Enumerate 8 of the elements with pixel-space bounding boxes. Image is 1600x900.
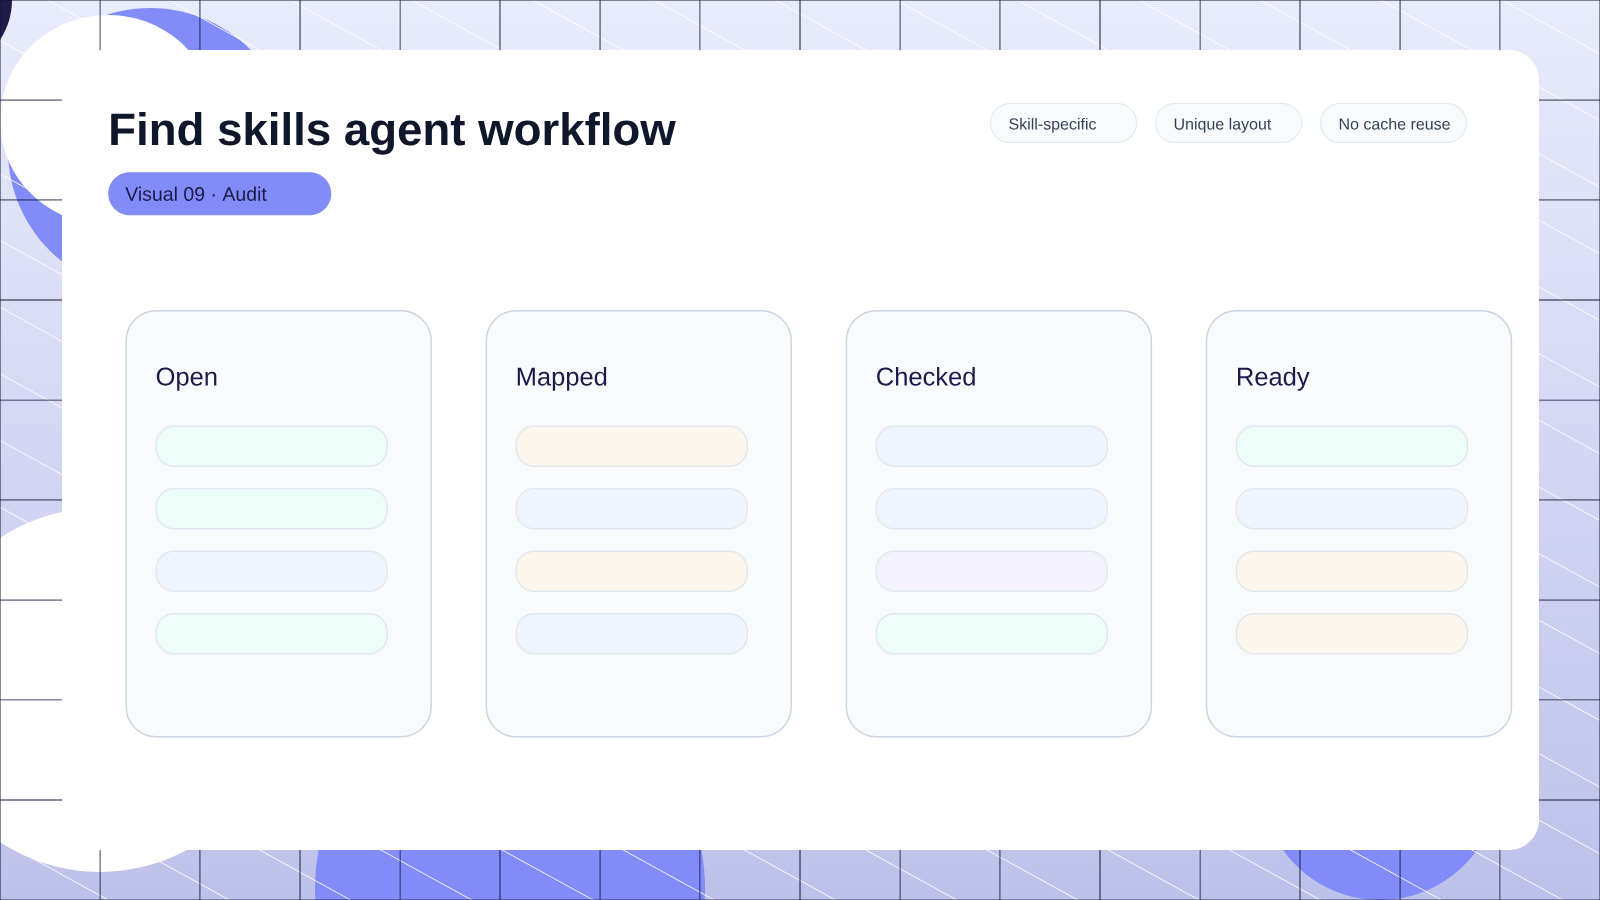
placeholder-bar xyxy=(1235,613,1469,655)
title: Find skills agent workflow xyxy=(111,111,676,155)
tag-pill: Skill-specific xyxy=(990,103,1137,143)
tag-pill: Unique layout xyxy=(1155,103,1302,143)
tag-pill: No cache reuse xyxy=(1320,103,1467,143)
placeholder-bar xyxy=(1235,550,1469,592)
placeholder-bar xyxy=(515,550,748,592)
placeholder-bar xyxy=(515,425,748,467)
